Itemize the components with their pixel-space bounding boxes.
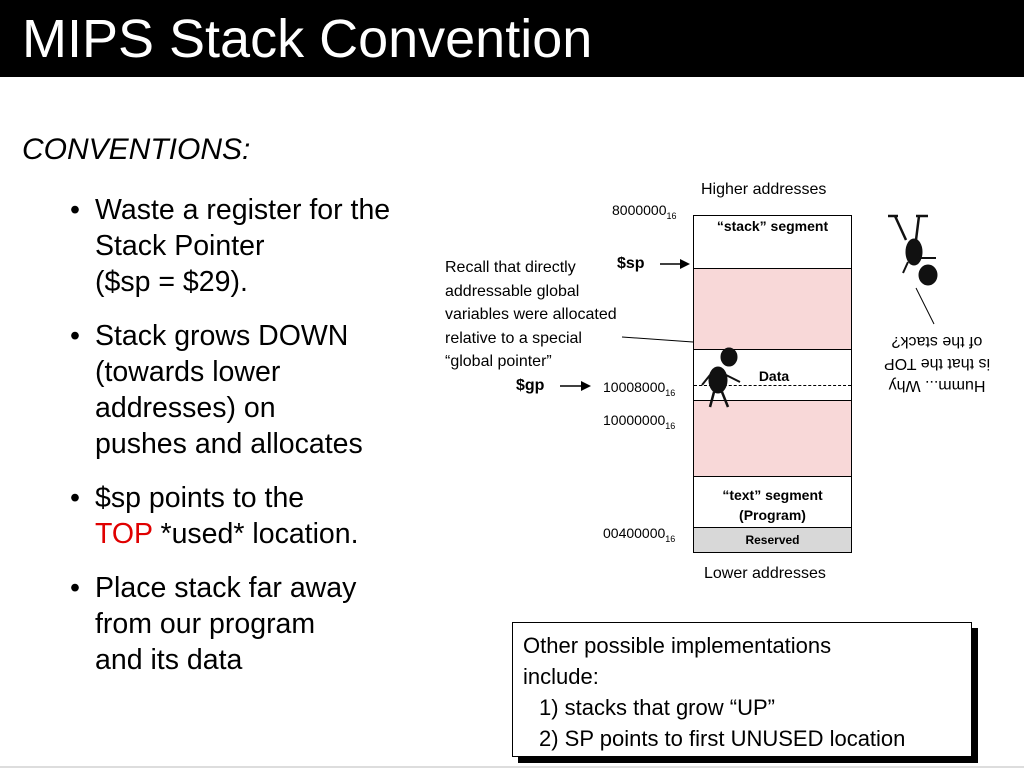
bullet-line: TOP *used* location.	[95, 516, 390, 552]
address-80000000: 800000016	[612, 202, 677, 221]
bullet-line: addresses) on	[95, 392, 276, 424]
other-box-line: 1) stacks that grow “UP”	[539, 695, 775, 720]
bullet-dot-icon: •	[70, 482, 80, 514]
bullet-line: (towards lower	[95, 356, 281, 388]
sp-register-label: $sp	[617, 255, 645, 272]
other-box-line: Other possible implementations	[523, 633, 832, 658]
bullet-line: and its data	[95, 644, 243, 676]
bullet-line: Stack Pointer	[95, 230, 265, 262]
bullet-item-far-away: • Place stack far away from our program …	[70, 570, 390, 678]
other-implementations-box: Other possible implementations include: …	[512, 622, 972, 757]
bullet-line: ($sp = $29).	[95, 266, 248, 298]
bullet-item-grows-down: • Stack grows DOWN (towards lower addres…	[70, 318, 390, 462]
higher-addresses-label: Higher addresses	[701, 181, 827, 198]
bullet-list: • Waste a register for the Stack Pointer…	[70, 192, 390, 696]
bullet-item-register: • Waste a register for the Stack Pointer…	[70, 192, 390, 300]
bullet-dot-icon: •	[70, 320, 80, 352]
reserved-segment-label: Reserved	[745, 533, 800, 547]
bullet-dot-icon: •	[70, 572, 80, 604]
text-segment-line: “text” segment	[722, 487, 823, 503]
bullet-line-rest: *used* location.	[152, 518, 359, 550]
callout-line: variables were allocated	[445, 306, 617, 323]
reserved-segment: Reserved	[693, 527, 852, 553]
text-segment: “text” segment (Program)	[693, 476, 852, 528]
text-segment-label: “text” segment (Program)	[694, 485, 851, 525]
humm-line: is that the TOP	[883, 355, 991, 372]
callout-line: Recall that directly	[445, 259, 576, 276]
humm-line: Humm... Why	[888, 377, 986, 394]
bullet-line: $sp points to the	[95, 482, 305, 514]
callout-line: relative to a special	[445, 329, 582, 347]
humm-leader-line	[915, 287, 935, 325]
bullet-line: Waste a register for the	[95, 194, 391, 226]
upside-down-person-icon	[888, 214, 938, 286]
free-space-upper	[693, 268, 852, 350]
person-figure-icon	[701, 347, 741, 408]
callout-line: addressable global	[445, 282, 580, 300]
address-10000000: 1000000016	[603, 412, 676, 431]
gp-dashed-line	[694, 385, 851, 386]
gp-arrow-icon	[560, 381, 591, 391]
bullet-item-sp-top: • $sp points to the TOP *used* location.	[70, 480, 390, 552]
text-segment-line: (Program)	[739, 507, 806, 523]
bottom-rule	[0, 766, 1024, 768]
data-segment-label: Data	[758, 368, 790, 384]
gp-register-label: $gp	[516, 377, 545, 394]
lower-addresses-label: Lower addresses	[704, 565, 826, 582]
bullet-line: Stack grows DOWN	[95, 320, 349, 352]
address-00400000: 0040000016	[603, 525, 676, 544]
gp-callout-text: Recall that directly addressable global …	[445, 256, 617, 374]
bullet-line: pushes and allocates	[95, 428, 363, 460]
humm-upside-down-text: Humm... Why is that the TOP of the stack…	[862, 330, 1012, 396]
stack-segment-label: “stack” segment	[716, 218, 829, 234]
title-bar	[0, 0, 1024, 77]
free-space-lower	[693, 400, 852, 477]
bullet-dot-icon: •	[70, 194, 80, 226]
stack-segment: “stack” segment	[693, 215, 852, 269]
sp-arrow-icon	[660, 259, 690, 269]
conventions-heading: CONVENTIONS:	[22, 133, 251, 166]
bullet-line: Place stack far away	[95, 572, 357, 604]
other-box-line: include:	[523, 664, 599, 689]
bullet-line: from our program	[95, 608, 316, 640]
humm-line: of the stack?	[891, 333, 983, 350]
top-highlight: TOP	[95, 518, 153, 550]
callout-line: “global pointer”	[445, 353, 552, 370]
slide-title: MIPS Stack Convention	[22, 9, 593, 69]
address-10008000: 1000800016	[603, 379, 676, 398]
other-box-line: 2) SP points to first UNUSED location	[539, 726, 906, 751]
callout-leader-line	[621, 336, 694, 343]
